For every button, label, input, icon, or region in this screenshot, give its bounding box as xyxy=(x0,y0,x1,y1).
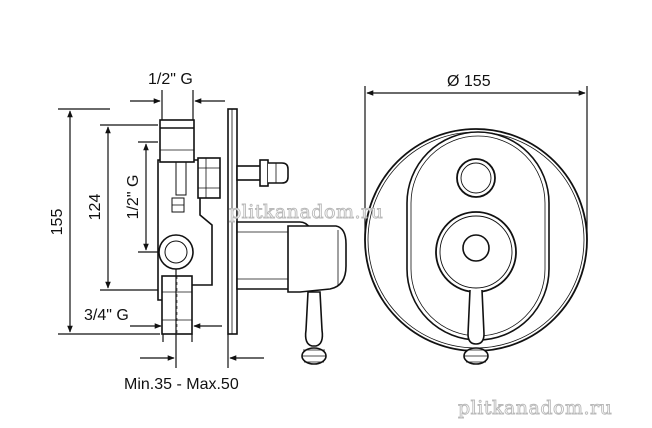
handle-body xyxy=(287,225,347,293)
bottom-port xyxy=(158,234,194,270)
front-lever xyxy=(467,289,485,345)
label-side-outlet-vertical: 1/2" G xyxy=(125,175,142,220)
label-side-inlet-bottom: 3/4" G xyxy=(84,307,129,324)
label-side-inlet-top: 1/2" G xyxy=(148,71,193,88)
handle-lever xyxy=(304,291,324,347)
front-view-dimension xyxy=(364,86,588,240)
side-view-dimensions xyxy=(58,90,264,368)
diverter-knob xyxy=(456,158,496,198)
side-view xyxy=(157,108,347,365)
label-wall-depth: Min.35 - Max.50 xyxy=(124,376,239,393)
watermark-corner: plitkanadom.ru xyxy=(458,397,612,419)
front-view xyxy=(364,128,588,365)
watermark-center: plitkanadom.ru xyxy=(229,201,383,223)
top-inlet-pipe xyxy=(159,119,195,163)
mixer-cap xyxy=(462,234,490,262)
label-side-height-inner: 124 xyxy=(87,194,104,221)
label-front-diameter: Ø 155 xyxy=(447,73,491,90)
label-side-height-total: 155 xyxy=(49,209,66,236)
